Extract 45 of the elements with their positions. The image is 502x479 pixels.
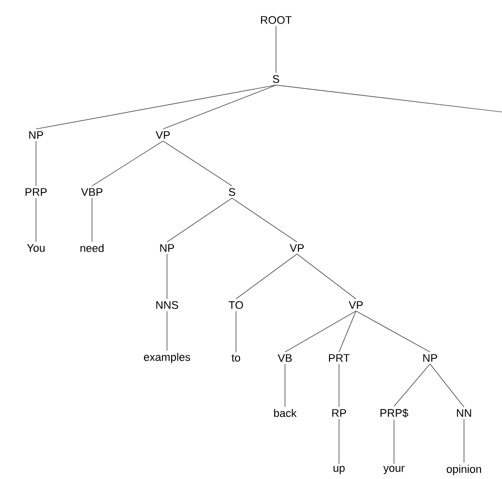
tree-label: VP bbox=[348, 301, 363, 309]
tree-branch bbox=[166, 310, 168, 351]
tree-label: S bbox=[228, 188, 236, 196]
tree-label: NNS bbox=[156, 301, 178, 309]
tree-label: VP bbox=[290, 244, 304, 252]
tree-label: VP bbox=[156, 131, 170, 139]
tree-label: TO bbox=[228, 301, 244, 309]
tree-label: NP bbox=[160, 244, 174, 252]
tree-label: PRT bbox=[329, 354, 350, 362]
tree-label: to bbox=[232, 354, 240, 362]
tree-label: PRP$ bbox=[380, 408, 408, 418]
tree-label: You bbox=[26, 244, 45, 252]
tree-label: PRP bbox=[26, 188, 47, 196]
tree-label: NN bbox=[456, 409, 472, 417]
tree-branch bbox=[162, 84, 276, 130]
tree-branch bbox=[430, 364, 464, 408]
tree-label: VBP bbox=[81, 188, 102, 196]
tree-label: VB bbox=[278, 354, 292, 362]
tree-branch bbox=[36, 84, 276, 130]
tree-branch bbox=[166, 254, 168, 300]
tree-branch bbox=[338, 418, 340, 464]
tree-branch bbox=[276, 84, 502, 112]
tree-label: NP bbox=[423, 354, 438, 362]
tree-label: examples bbox=[144, 352, 190, 364]
tree-branch bbox=[166, 198, 232, 242]
tree-label: need bbox=[80, 244, 104, 252]
tree-label: RP bbox=[332, 409, 346, 417]
tree-branch bbox=[338, 310, 356, 352]
tree-branch bbox=[232, 198, 298, 242]
tree-branch bbox=[92, 140, 164, 186]
tree-branch bbox=[162, 140, 232, 186]
tree-label: back bbox=[274, 408, 297, 418]
tree-branch bbox=[338, 364, 340, 408]
tree-branch bbox=[236, 254, 298, 300]
tree-branch bbox=[284, 364, 286, 408]
tree-label: NP bbox=[29, 131, 44, 139]
tree-label: up bbox=[334, 466, 345, 474]
tree-label: opinion bbox=[446, 464, 482, 476]
tree-branch bbox=[394, 364, 430, 407]
tree-label: your bbox=[383, 466, 405, 474]
tree-label: ROOT bbox=[261, 16, 292, 24]
tree-branch bbox=[284, 310, 356, 352]
tree-branch bbox=[356, 310, 430, 352]
tree-branch bbox=[296, 254, 356, 300]
tree-label: S bbox=[272, 75, 280, 83]
